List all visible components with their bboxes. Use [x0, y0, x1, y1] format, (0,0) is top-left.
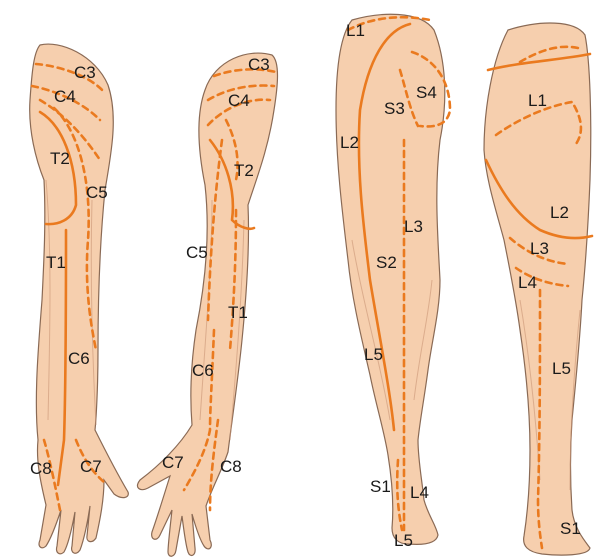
- leg-back-label-s1: S1: [370, 477, 391, 496]
- leg-back-label-l2: L2: [340, 133, 359, 152]
- arm-back-label-c5: C5: [186, 243, 208, 262]
- arm-front-label-c4: C4: [54, 87, 76, 106]
- arm-back-label-c4: C4: [228, 91, 250, 110]
- leg-front-label-s1: S1: [560, 519, 581, 538]
- arm-back-label-c3: C3: [248, 55, 270, 74]
- leg-back-label-s4: S4: [416, 83, 437, 102]
- leg-front-label-l1: L1: [528, 91, 547, 110]
- arm-front-label-c3: C3: [74, 63, 96, 82]
- leg-back-label-s2: S2: [376, 253, 397, 272]
- arm-front-label-t1: T1: [46, 253, 66, 272]
- leg-front-label-l5: L5: [552, 359, 571, 378]
- arm-back-label-c8: C8: [220, 457, 242, 476]
- leg-front-label-l4: L4: [518, 273, 537, 292]
- leg-back-label-l4: L4: [410, 483, 429, 502]
- arm-back-label-t2: T2: [234, 161, 254, 180]
- leg-back-label-l1: L1: [346, 21, 365, 40]
- leg-front-label-l2: L2: [550, 203, 569, 222]
- leg-back-label-s3: S3: [384, 99, 405, 118]
- leg-back-label-l5: L5: [364, 345, 383, 364]
- arm-front-label-c8: C8: [30, 459, 52, 478]
- arm-back-label-c7: C7: [162, 453, 184, 472]
- arm-front-label-t2: T2: [50, 149, 70, 168]
- arm-front-label-c7: C7: [80, 457, 102, 476]
- leg-back-label-l5-foot: L5: [394, 531, 413, 550]
- arm-front-label-c5: C5: [86, 183, 108, 202]
- arm-back-label-t1: T1: [228, 303, 248, 322]
- leg-back-label-l3: L3: [404, 217, 423, 236]
- arm-back-figure: [138, 53, 278, 556]
- arm-front-label-c6: C6: [68, 349, 90, 368]
- leg-front-label-l3: L3: [530, 239, 549, 258]
- arm-back-label-c6: C6: [192, 361, 214, 380]
